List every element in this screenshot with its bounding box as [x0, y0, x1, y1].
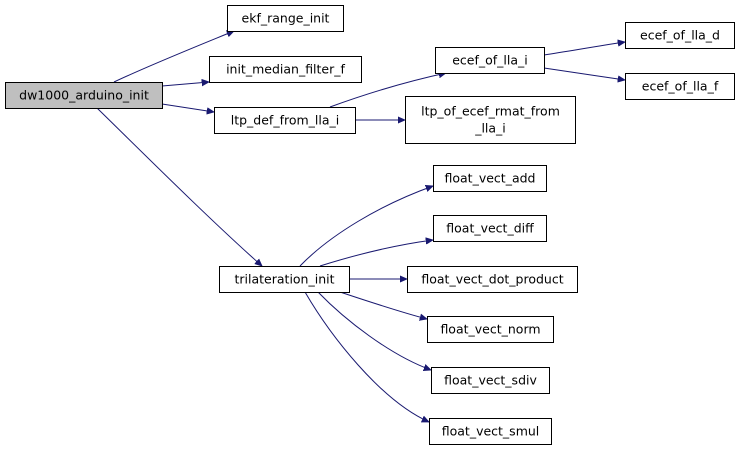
node-box-ekf_range_init [227, 5, 344, 32]
node-box-dw1000_arduino_init [5, 82, 163, 109]
node-float_vect_diff[interactable]: float_vect_diff [433, 215, 547, 242]
edge-dw1000_arduino_init-to-trilateration_init [96, 107, 262, 266]
node-float_vect_add[interactable]: float_vect_add [433, 165, 547, 192]
node-init_median_filter_f[interactable]: init_median_filter_f [209, 56, 362, 83]
node-box-ltp_of_ecef_rmat_from_lla_i [405, 96, 576, 144]
node-trilateration_init[interactable]: trilateration_init [219, 266, 350, 293]
node-label-float_vect_norm: float_vect_norm [440, 322, 540, 337]
node-label-float_vect_diff: float_vect_diff [446, 221, 534, 236]
node-box-ltp_def_from_lla_i [214, 107, 356, 134]
edge-dw1000_arduino_init-to-init_median_filter_f [161, 82, 209, 87]
node-label-ecef_of_lla_i: ecef_of_lla_i [452, 53, 528, 68]
node-box-ecef_of_lla_f [625, 73, 735, 100]
node-ecef_of_lla_d[interactable]: ecef_of_lla_d [625, 22, 735, 49]
node-box-float_vect_smul [429, 418, 552, 445]
edge-dw1000_arduino_init-to-ltp_def_from_lla_i [161, 103, 214, 112]
node-label-ekf_range_init: ekf_range_init [242, 11, 330, 26]
node-ecef_of_lla_f[interactable]: ecef_of_lla_f [625, 73, 735, 100]
node-label-float_vect_sdiv: float_vect_sdiv [444, 373, 537, 388]
edge-trilateration_init-to-float_vect_add [299, 186, 433, 267]
node-box-trilateration_init [219, 266, 350, 293]
node-label-float_vect_smul: float_vect_smul [442, 424, 540, 439]
node-box-float_vect_dot_product [407, 266, 578, 293]
node-label-ltp_of_ecef_rmat_from_lla_i-line2: _lla_i [474, 121, 506, 136]
edge-ecef_of_lla_i-to-ecef_of_lla_f [543, 67, 625, 80]
edge-dw1000_arduino_init-to-ekf_range_init [113, 31, 234, 83]
node-dw1000_arduino_init[interactable]: dw1000_arduino_init [5, 82, 163, 109]
node-label-float_vect_add: float_vect_add [445, 171, 536, 186]
edges-layer [96, 31, 625, 423]
edge-trilateration_init-to-float_vect_norm [339, 291, 427, 319]
node-label-ecef_of_lla_f: ecef_of_lla_f [642, 79, 719, 94]
node-label-float_vect_dot_product: float_vect_dot_product [421, 272, 563, 287]
edge-trilateration_init-to-float_vect_diff [319, 240, 433, 267]
node-box-float_vect_norm [427, 316, 554, 343]
nodes-layer: dw1000_arduino_init ekf_range_init init_me… [5, 5, 735, 445]
node-float_vect_norm[interactable]: float_vect_norm [427, 316, 554, 343]
node-ltp_of_ecef_rmat_from_lla_i[interactable]: ltp_of_ecef_rmat_from _lla_i [405, 96, 576, 144]
node-float_vect_dot_product[interactable]: float_vect_dot_product [407, 266, 578, 293]
node-ekf_range_init[interactable]: ekf_range_init [227, 5, 344, 32]
node-label-dw1000_arduino_init: dw1000_arduino_init [19, 88, 149, 103]
node-box-ecef_of_lla_d [625, 22, 735, 49]
node-ecef_of_lla_i[interactable]: ecef_of_lla_i [435, 47, 545, 74]
node-float_vect_sdiv[interactable]: float_vect_sdiv [431, 367, 550, 394]
edge-trilateration_init-to-float_vect_sdiv [317, 291, 431, 370]
node-box-float_vect_add [433, 165, 547, 192]
edge-ecef_of_lla_i-to-ecef_of_lla_d [543, 42, 625, 56]
node-float_vect_smul[interactable]: float_vect_smul [429, 418, 552, 445]
node-label-ltp_of_ecef_rmat_from_lla_i-line1: ltp_of_ecef_rmat_from [421, 104, 560, 119]
edge-trilateration_init-to-float_vect_smul [304, 291, 429, 423]
node-label-ltp_def_from_lla_i: ltp_def_from_lla_i [231, 113, 340, 128]
node-ltp_def_from_lla_i[interactable]: ltp_def_from_lla_i [214, 107, 356, 134]
node-label-trilateration_init: trilateration_init [235, 272, 335, 287]
node-box-ecef_of_lla_i [435, 47, 545, 74]
edge-ltp_def_from_lla_i-to-ecef_of_lla_i [329, 73, 446, 108]
node-box-float_vect_diff [433, 215, 547, 242]
node-box-init_median_filter_f [209, 56, 362, 83]
node-label-ecef_of_lla_d: ecef_of_lla_d [640, 28, 720, 43]
node-label-init_median_filter_f: init_median_filter_f [226, 62, 345, 77]
node-box-float_vect_sdiv [431, 367, 550, 394]
